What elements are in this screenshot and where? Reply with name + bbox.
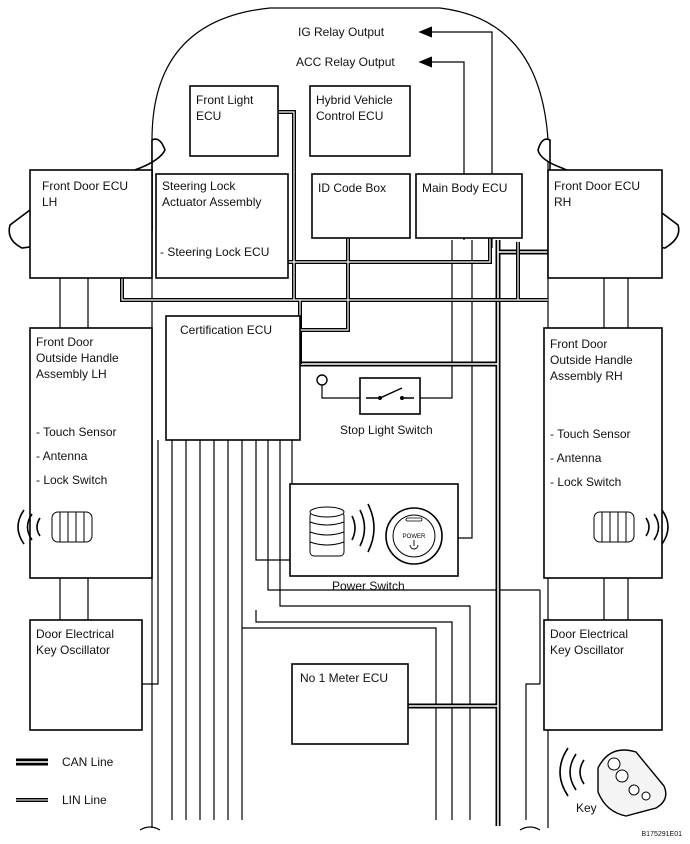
antenna-coil-rh-icon	[593, 509, 669, 545]
handle-rh-item-3: - Lock Switch	[550, 475, 621, 489]
vehicle-bottom-wave	[139, 826, 541, 831]
handle-lh-item-2: - Antenna	[36, 449, 88, 463]
thin-wires	[59, 26, 629, 820]
front-door-ecu-rh: Front Door ECU RH	[547, 169, 663, 279]
legend-can-line: CAN Line	[16, 755, 114, 769]
ig-relay-output-label: IG Relay Output	[298, 25, 385, 39]
oscillator-rh-label-1: Door Electrical	[550, 627, 628, 641]
power-button-icon: POWER	[385, 507, 443, 565]
front-light-ecu: Front Light ECU	[189, 85, 279, 157]
steering-lock-ecu-label: - Steering Lock ECU	[160, 245, 269, 259]
vehicle-outline	[151, 7, 549, 828]
power-button-text: POWER	[403, 534, 426, 540]
front-door-ecu-rh-label-2: RH	[554, 195, 571, 209]
power-coil-icon	[309, 503, 375, 557]
antenna-coil-lh-icon	[17, 509, 93, 545]
handle-rh-label-1: Front Door	[550, 337, 607, 351]
legend-can-label: CAN Line	[62, 755, 114, 769]
figure-id: B175291E01	[642, 831, 683, 838]
handle-lh-item-1: - Touch Sensor	[36, 425, 117, 439]
stop-light-switch-label: Stop Light Switch	[340, 423, 433, 437]
door-electrical-key-oscillator-rh: Door Electrical Key Oscillator	[543, 619, 663, 731]
key-fob-icon: Key	[559, 747, 667, 817]
front-door-ecu-rh-label-1: Front Door ECU	[554, 179, 640, 193]
meter-ecu-label: No 1 Meter ECU	[300, 671, 388, 685]
front-light-ecu-label-2: ECU	[196, 109, 221, 123]
handle-lh-label-2: Outside Handle	[36, 351, 119, 365]
power-switch-label: Power Switch	[332, 579, 405, 593]
certification-ecu-label: Certification ECU	[180, 323, 272, 337]
steering-lock-label-2: Actuator Assembly	[162, 195, 261, 209]
oscillator-lh-label-2: Key Oscillator	[36, 643, 110, 657]
handle-lh-label-1: Front Door	[36, 335, 93, 349]
handle-lh-item-3: - Lock Switch	[36, 473, 107, 487]
oscillator-rh-label-2: Key Oscillator	[550, 643, 624, 657]
main-body-ecu: Main Body ECU	[415, 173, 523, 239]
key-label: Key	[576, 801, 597, 815]
door-electrical-key-oscillator-lh: Door Electrical Key Oscillator	[29, 619, 143, 731]
handle-rh-label-3: Assembly RH	[550, 369, 623, 383]
front-door-outside-handle-rh: Front Door Outside Handle Assembly RH - …	[543, 327, 669, 579]
handle-rh-label-2: Outside Handle	[550, 353, 633, 367]
handle-rh-item-1: - Touch Sensor	[550, 427, 631, 441]
legend: CAN Line LIN Line	[16, 755, 114, 807]
hybrid-ecu-label-2: Control ECU	[316, 109, 383, 123]
handle-rh-item-2: - Antenna	[550, 451, 602, 465]
front-door-ecu-lh: Front Door ECU LH	[29, 169, 153, 279]
power-switch: POWER Power Switch	[289, 483, 459, 593]
legend-lin-line: LIN Line	[16, 793, 107, 807]
front-light-ecu-label-1: Front Light	[196, 93, 254, 107]
id-code-box: ID Code Box	[311, 173, 411, 239]
front-door-outside-handle-lh: Front Door Outside Handle Assembly LH - …	[17, 327, 153, 579]
steering-lock-label-1: Steering Lock	[162, 179, 236, 193]
front-door-ecu-lh-label-2: LH	[42, 195, 57, 209]
main-body-ecu-label: Main Body ECU	[422, 181, 507, 195]
handle-lh-label-3: Assembly LH	[36, 367, 107, 381]
steering-lock-actuator-assembly: Steering Lock Actuator Assembly - Steeri…	[155, 173, 289, 279]
stop-light-switch: Stop Light Switch	[316, 374, 433, 437]
acc-relay-output-label: ACC Relay Output	[296, 55, 395, 69]
id-code-box-label: ID Code Box	[318, 181, 386, 195]
no1-meter-ecu: No 1 Meter ECU	[291, 663, 409, 745]
hybrid-vehicle-control-ecu: Hybrid Vehicle Control ECU	[309, 85, 411, 157]
legend-lin-label: LIN Line	[62, 793, 107, 807]
front-door-ecu-lh-label-1: Front Door ECU	[42, 179, 128, 193]
hybrid-ecu-label-1: Hybrid Vehicle	[316, 93, 393, 107]
certification-ecu: Certification ECU	[165, 315, 301, 441]
oscillator-lh-label-1: Door Electrical	[36, 627, 114, 641]
